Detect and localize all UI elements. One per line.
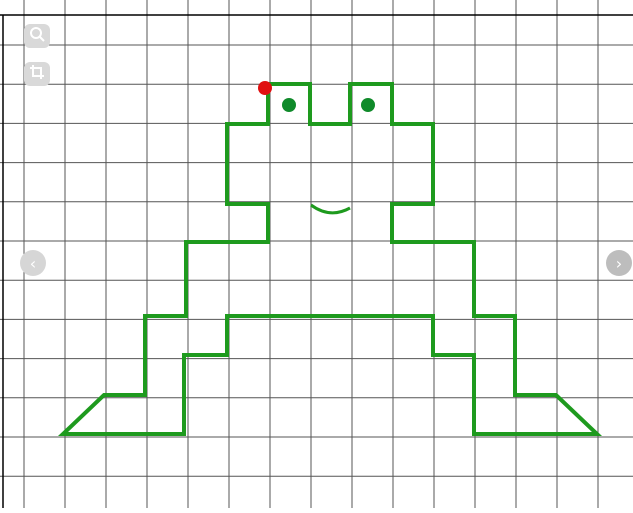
frog-figure [63, 81, 597, 434]
chevron-right-icon: › [616, 254, 622, 273]
crop-button[interactable] [24, 62, 50, 86]
chevron-left-icon: ‹ [30, 254, 36, 273]
zoom-icon [29, 26, 45, 47]
start-point[interactable] [258, 81, 272, 95]
crop-icon [29, 64, 45, 85]
frog-smile [311, 205, 350, 213]
next-button[interactable]: › [606, 250, 632, 276]
frog-eye-right [361, 98, 375, 112]
zoom-button[interactable] [24, 24, 50, 48]
frog-eye-left [282, 98, 296, 112]
frog-outline [63, 84, 597, 434]
previous-button[interactable]: ‹ [20, 250, 46, 276]
